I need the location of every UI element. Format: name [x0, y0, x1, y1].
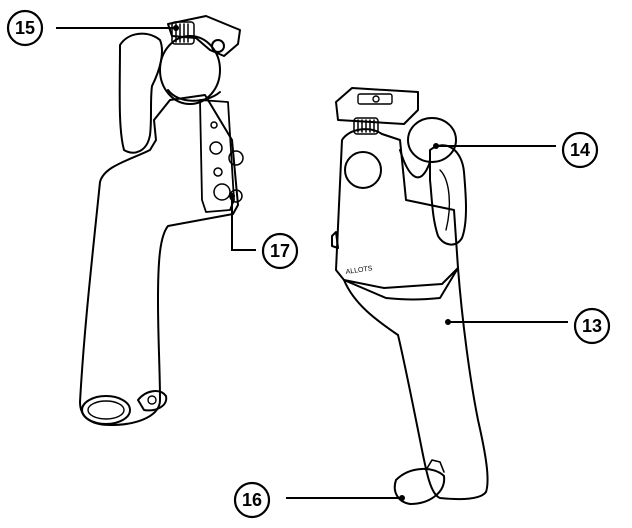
- left-plate-screws: [209, 121, 244, 203]
- callout-14: 14: [561, 131, 599, 169]
- callout-16: 16: [233, 481, 271, 519]
- left-lever-knob: [159, 35, 221, 105]
- callout-17: 17: [261, 232, 299, 270]
- right-foot-knob: [393, 468, 446, 505]
- svg-text:16: 16: [242, 490, 262, 510]
- left-grip-bottom-opening: [81, 395, 131, 425]
- right-grip-pivot: [344, 151, 382, 189]
- callout-15: 15: [6, 9, 44, 47]
- right-quick-release-plate: [335, 87, 419, 125]
- right-plate-details: [357, 93, 393, 105]
- right-grip-lever: [429, 144, 467, 246]
- left-grip-body: [79, 94, 239, 426]
- right-side-pin: [331, 231, 339, 249]
- right-grip-body: [343, 267, 489, 501]
- right-grip: [331, 87, 489, 505]
- leader-17: [231, 196, 256, 251]
- svg-text:14: 14: [570, 140, 590, 160]
- left-mounting-plate: [199, 99, 235, 213]
- right-grip-housing: [335, 128, 459, 289]
- svg-text:13: 13: [582, 316, 602, 336]
- left-grip: [79, 15, 244, 426]
- left-knurled-knob: [171, 21, 195, 45]
- svg-text:17: 17: [270, 241, 290, 261]
- left-foot-knob: [137, 390, 168, 412]
- right-lever-knob: [407, 117, 457, 163]
- brand-label: ALLOTS: [345, 265, 373, 276]
- callout-13: 13: [573, 307, 611, 345]
- right-knurled-knob: [353, 117, 379, 135]
- svg-text:15: 15: [15, 18, 35, 38]
- left-grip-lever: [118, 32, 163, 154]
